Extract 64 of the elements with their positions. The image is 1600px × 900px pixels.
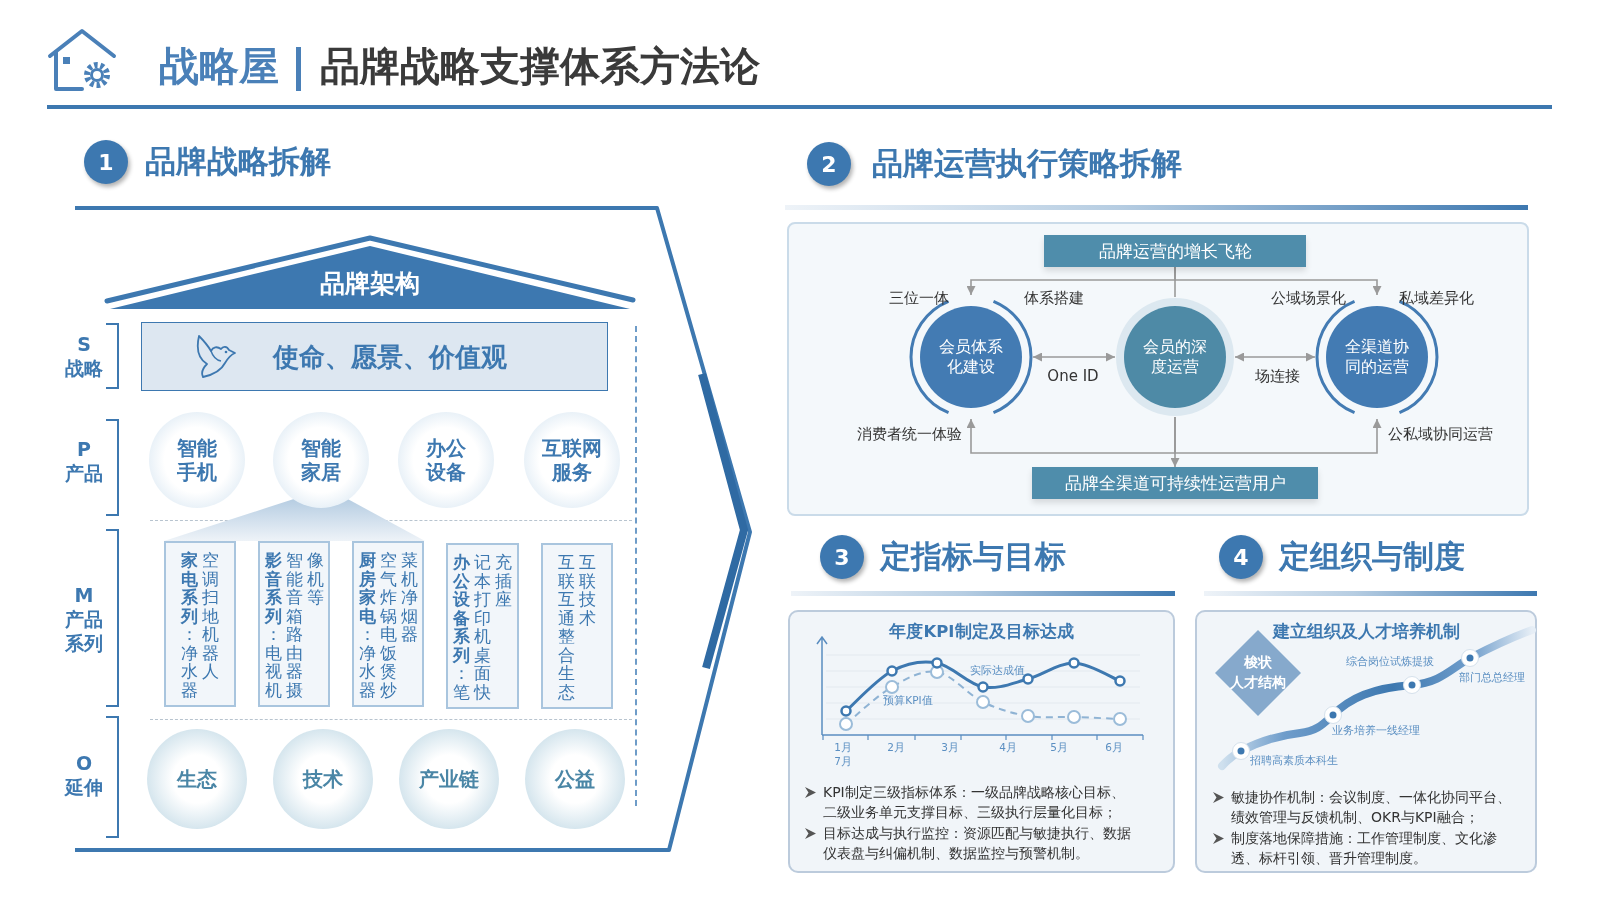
product-circle: 智能家居 (273, 412, 369, 508)
mission-banner (141, 322, 608, 391)
product-circle: 办公设备 (398, 412, 494, 508)
axis-label: 5月 (1050, 741, 1068, 755)
extension-circle: 公益 (525, 729, 625, 829)
row-label: O 延伸 (65, 751, 103, 799)
step-label: 综合岗位试炼提拔 (1346, 655, 1434, 669)
section-heading: 定指标与目标 (880, 537, 1066, 576)
row-label: M 产品系列 (64, 583, 104, 655)
axis-label: 1月 (834, 741, 852, 755)
row-label: S 战略 (65, 332, 103, 380)
extension-circle: 技术 (273, 729, 373, 829)
axis-label: 6月 (1105, 741, 1123, 755)
series-text: 办公设备系列：笔记本打印机桌面快充插座 (453, 553, 512, 703)
row-label: P 产品 (65, 437, 103, 485)
connector-arrow (1174, 416, 1382, 454)
flow-box: 品牌全渠道可持续性运营用户 (1032, 467, 1318, 499)
bullet-text: 目标达成与执行监控：资源匹配与敏捷执行、数据仪表盘与纠偏机制、数据监控与预警机制。 (823, 824, 1132, 863)
series-text: 影音系列：电视机智能音箱路由器摄像机等 (264, 551, 324, 701)
number-circle: 4 (1219, 535, 1263, 579)
section-heading: 品牌战略拆解 (145, 142, 331, 181)
connector-arrow (1032, 352, 1116, 362)
extension-circle: 产业链 (399, 729, 499, 829)
series-box (352, 541, 424, 707)
series-box (258, 541, 330, 707)
bullet-text: KPI制定三级指标体系：一级品牌战略核心目标、二级业务单元支撑目标、三级执行层量化目标； (823, 783, 1126, 822)
annotation-text: 公私域协同运营 (1388, 424, 1493, 444)
series-text: 互联互通整合生态互联技术 (558, 553, 596, 703)
banner-text: 使命、愿景、价值观 (273, 340, 507, 373)
center-circle: 会员的深度运营 (1115, 297, 1235, 417)
axis-label: 7月 (834, 755, 852, 769)
series-box (446, 543, 519, 709)
info-panel (1195, 610, 1537, 873)
step-label: 部门总总经理 (1459, 671, 1525, 685)
step-label: 招聘高素质本科生 (1250, 754, 1338, 768)
step-label: 业务培养一线经理 (1332, 724, 1420, 738)
number-circle: 3 (820, 535, 864, 579)
product-circle: 互联网服务 (524, 412, 620, 508)
connector-arrow (1234, 352, 1316, 362)
section-heading: 品牌运营执行策略拆解 (872, 144, 1182, 183)
axis-label: 4月 (999, 741, 1017, 755)
connector-arrow (966, 416, 1176, 454)
extension-circle: 生态 (147, 729, 247, 829)
axis-label: 2月 (887, 741, 905, 755)
series-text: 厨房家电：净水器空气炸锅电饭煲炒菜机净烟器 (358, 551, 418, 701)
connector-line (1174, 266, 1176, 298)
series-box (541, 543, 613, 709)
number-circle: 2 (807, 142, 851, 186)
annotation-text: 三位一体 (889, 288, 949, 308)
series-text: 家电系列：净水器空调扫地机器人 (181, 551, 219, 701)
title-text: 战略屋 (159, 42, 279, 91)
bullet-text: 敏捷协作机制：会议制度、一体化协同平台、绩效管理与反馈机制、OKR与KPI融合； (1231, 788, 1512, 827)
annotation-text: 消费者统一体验 (857, 424, 962, 444)
title-text: 品牌战略支撑体系方法论 (320, 42, 760, 91)
annotation-text: 公域场景化 (1270, 288, 1346, 308)
annotation-text: 私域差异化 (1398, 288, 1474, 308)
bullet-text: 制度落地保障措施：工作管理制度、文化渗透、标杆引领、晋升管理制度。 (1231, 829, 1498, 868)
flow-box: 品牌运营的增长飞轮 (1044, 235, 1306, 267)
section-heading: 定组织与制度 (1279, 537, 1465, 576)
axis-label: 3月 (941, 741, 959, 755)
number-circle: 1 (84, 140, 128, 184)
series-box (164, 541, 236, 707)
product-circle: 智能手机 (149, 412, 245, 508)
annotation-text: 体系搭建 (1024, 288, 1084, 308)
